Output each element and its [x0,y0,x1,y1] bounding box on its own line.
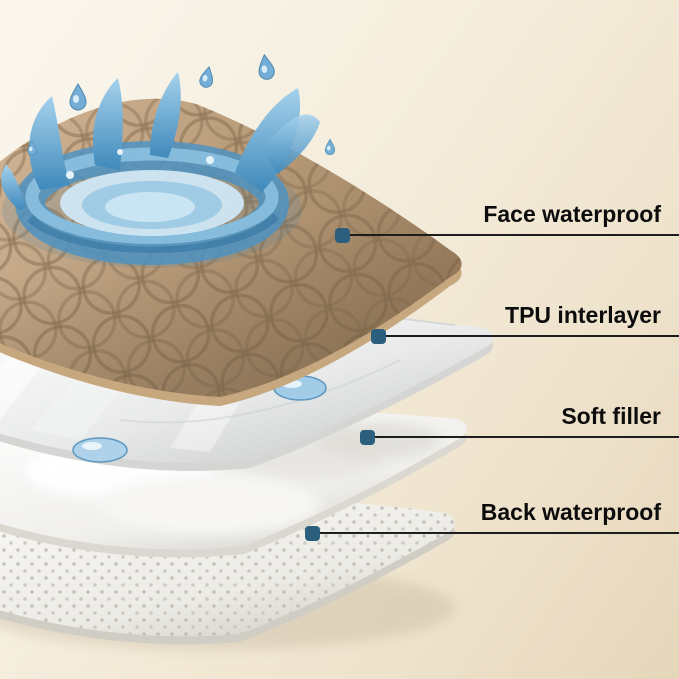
connector-dot-icon [371,329,386,344]
water-droplet-icon [324,138,336,156]
connector-dot-icon [335,228,350,243]
callout-tpu-interlayer: TPU interlayer [371,302,679,344]
water-droplet-icon [27,140,37,156]
callout-soft-filler: Soft filler [360,403,679,445]
callout-face-waterproof: Face waterproof [335,201,679,243]
callout-label: Soft filler [561,403,661,429]
callout-label: Back waterproof [480,499,661,525]
water-droplet-icon [198,65,216,89]
water-splash-icon [1,72,320,268]
callout-label: TPU interlayer [505,302,661,328]
water-droplet-icon [69,83,87,111]
water-droplet-icon [72,437,128,463]
connector-dot-icon [360,430,375,445]
callout-label: Face waterproof [483,201,661,227]
connector-dot-icon [305,526,320,541]
callout-back-waterproof: Back waterproof [305,499,679,541]
water-droplet-icon [256,53,276,81]
